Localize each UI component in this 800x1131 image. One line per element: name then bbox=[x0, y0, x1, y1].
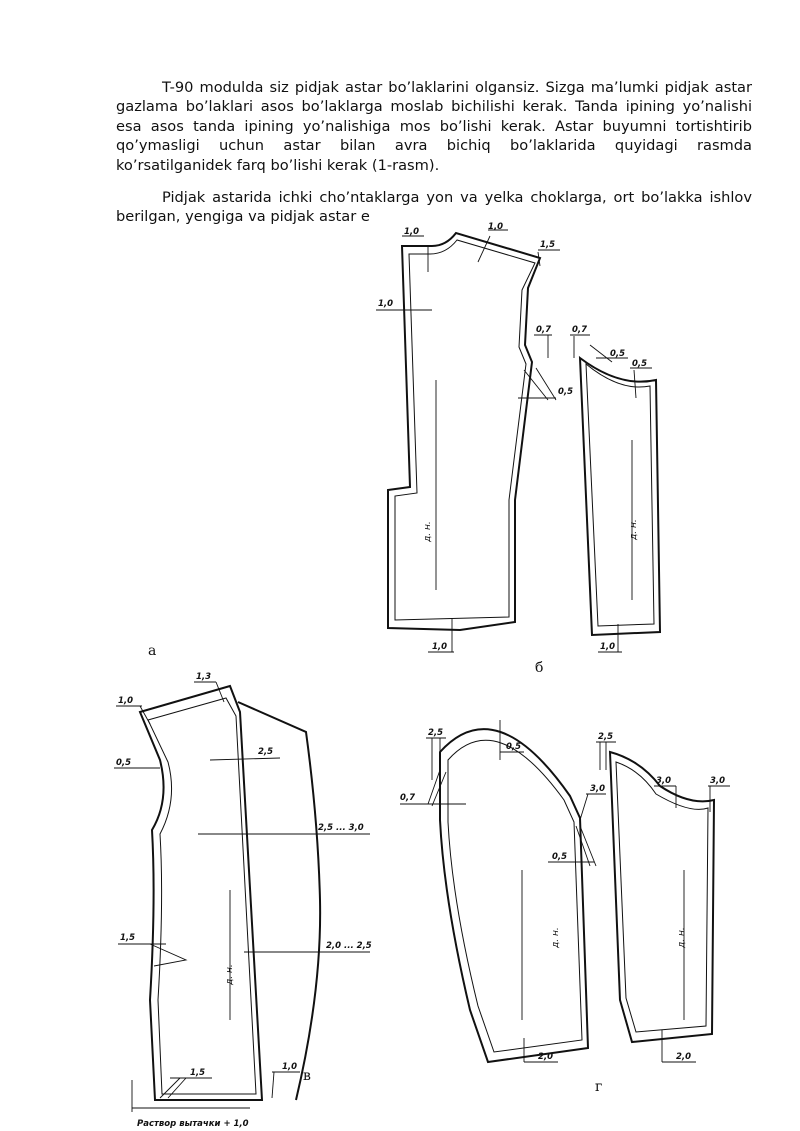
label-g-under-top: 2,5 bbox=[598, 732, 613, 742]
label-g-seam: 0,5 bbox=[552, 852, 567, 862]
label-a-side-seam: 0,5 bbox=[558, 387, 573, 397]
label-v-shoulder: 1,0 bbox=[118, 696, 133, 706]
label-g-top-left: 2,5 bbox=[428, 728, 443, 738]
figure-bottom-right: д. н. д. н. 2,5 0,5 0,7 3,0 0,5 2,0 2,5 … bbox=[396, 710, 740, 1086]
label-v-hem-note: Раствор вытачки + 1,0 bbox=[137, 1119, 249, 1129]
label-a-shoulder-mid: 1,0 bbox=[488, 222, 503, 232]
label-g-under-right: 3,0 bbox=[710, 776, 725, 786]
label-g-under-mid: 3,0 bbox=[656, 776, 671, 786]
label-v-front-top: 2,5 bbox=[258, 747, 273, 757]
caption-b: б bbox=[535, 660, 544, 676]
label-g-right-top: 3,0 bbox=[590, 784, 605, 794]
label-a-shoulder-end: 1,5 bbox=[540, 240, 555, 250]
figure-bottom-left-svg: д. н. 1,3 1,0 0,5 2,5 2,5 ... 3,0 2,0 ..… bbox=[114, 672, 372, 1129]
label-a-side: 1,0 bbox=[378, 299, 393, 309]
label-g-hem-left: 2,0 bbox=[538, 1052, 553, 1062]
caption-v: в bbox=[303, 1068, 311, 1084]
label-g-cap-top: 0,5 bbox=[506, 742, 521, 752]
label-a-hem: 1,0 bbox=[432, 642, 447, 652]
sleeve-lining-outline bbox=[578, 355, 662, 637]
label-v-front-mid: 2,5 ... 3,0 bbox=[318, 823, 364, 833]
back-lining-outline bbox=[138, 684, 264, 1101]
label-a-armhole: 0,7 bbox=[536, 325, 551, 335]
figure-top-svg: д. н. 1,0 1,0 1,5 1,0 0,7 0,5 1,0 д. н. … bbox=[370, 206, 690, 676]
label-v-front-low: 2,0 ... 2,5 bbox=[326, 941, 372, 951]
label-v-hem-left: 1,5 bbox=[190, 1068, 205, 1078]
figure-top: д. н. 1,0 1,0 1,5 1,0 0,7 0,5 1,0 д. н. … bbox=[370, 206, 690, 676]
label-a-neck: 1,0 bbox=[404, 227, 419, 237]
back-pattern-outline bbox=[237, 701, 322, 1101]
label-g-left-mid: 0,7 bbox=[400, 793, 415, 803]
under-sleeve-inner bbox=[615, 761, 709, 1033]
caption-g: г bbox=[595, 1079, 603, 1095]
label-b-cap-left: 0,7 bbox=[572, 325, 587, 335]
figure-bottom-left: д. н. 1,3 1,0 0,5 2,5 2,5 ... 3,0 2,0 ..… bbox=[110, 668, 372, 1130]
upper-sleeve-inner bbox=[447, 739, 583, 1053]
figure-bottom-right-svg: д. н. д. н. 2,5 0,5 0,7 3,0 0,5 2,0 2,5 … bbox=[400, 720, 730, 1064]
sleeve-lining-inner bbox=[585, 362, 655, 627]
paragraph-1: T-90 modulda siz pidjak astar bo’laklari… bbox=[116, 79, 752, 174]
caption-a: а bbox=[148, 643, 157, 659]
grain-label-sleeve: д. н. bbox=[629, 519, 639, 541]
label-v-neck-top: 1,3 bbox=[196, 672, 211, 682]
grain-label-front: д. н. bbox=[423, 521, 433, 543]
grain-label-under-sleeve: д. н. bbox=[677, 927, 687, 949]
label-b-cap-right: 0,5 bbox=[632, 359, 647, 369]
label-g-under-hem: 2,0 bbox=[676, 1052, 691, 1062]
under-sleeve-outline bbox=[608, 750, 716, 1044]
label-v-hem-right: 1,0 bbox=[282, 1062, 297, 1072]
front-lining-outline bbox=[387, 231, 542, 632]
label-b-cap-mid: 0,5 bbox=[610, 349, 625, 359]
label-b-hem: 1,0 bbox=[600, 642, 615, 652]
label-v-dart: 1,5 bbox=[120, 933, 135, 943]
back-lining-inner bbox=[147, 697, 257, 1095]
upper-sleeve-outline bbox=[439, 728, 590, 1064]
label-v-armhole: 0,5 bbox=[116, 758, 131, 768]
grain-label-upper-sleeve: д. н. bbox=[551, 927, 561, 949]
grain-label-back: д. н. bbox=[225, 964, 235, 986]
